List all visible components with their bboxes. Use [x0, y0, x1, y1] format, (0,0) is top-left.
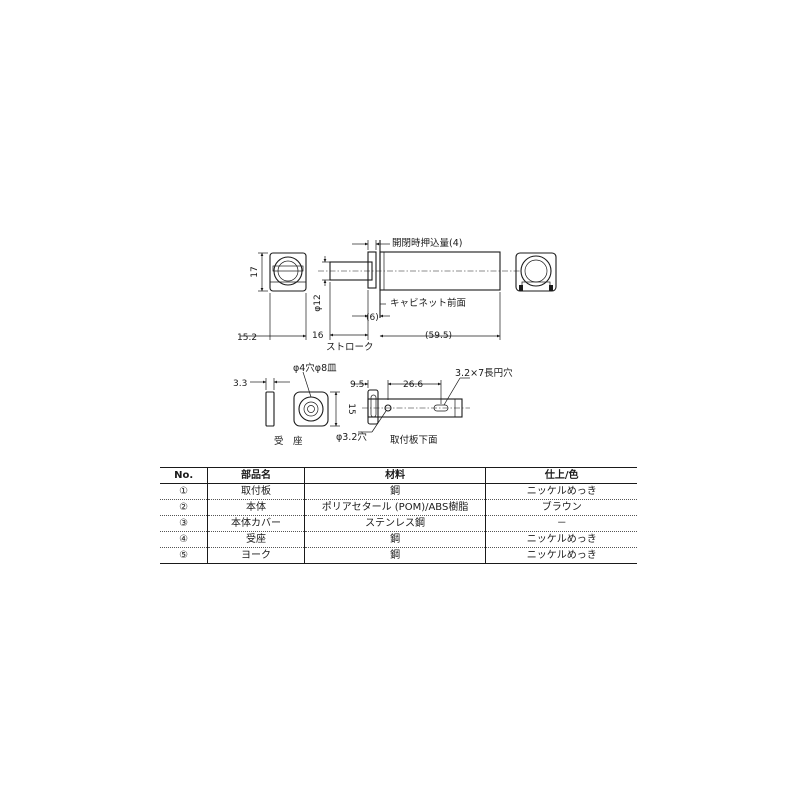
table-row: ④ 受座 鋼 ニッケルめっき: [160, 531, 637, 548]
label-mount-bottom: 取付板下面: [390, 434, 438, 446]
label-slot: 3.2×7長円穴: [455, 367, 513, 379]
cell-part-name: 本体カバー: [207, 515, 305, 532]
cell-finish: ニッケルめっき: [485, 483, 637, 500]
cell-no: ④: [160, 531, 208, 548]
cell-material: ポリアセタール (POM)/ABS樹脂: [303, 499, 486, 516]
cell-no: ①: [179, 486, 189, 497]
end-view-left: 17 15.2: [237, 252, 307, 343]
label-press-in: 開閉時押込量(4): [392, 237, 462, 249]
dim-top-height: 17: [250, 266, 260, 277]
label-seat-hole: φ4穴φ8皿: [293, 362, 337, 374]
technical-drawing: 17 15.2 φ12 16 ストローク 開閉時押込量(4): [233, 237, 557, 447]
dim-seat-height: 15: [346, 403, 356, 414]
cell-part-name: 受座: [207, 531, 305, 548]
parts-table: No. 部品名 材料 仕上/色 ① 取付板 鋼 ニッケルめっき ② 本体 ポリア…: [160, 467, 637, 564]
cell-finish: ブラウン: [485, 499, 637, 516]
label-seat: 受 座: [274, 435, 303, 447]
cell-finish: ニッケルめっき: [485, 531, 637, 548]
cell-no: ③: [160, 515, 208, 532]
label-cabinet-front: キャビネット前面: [390, 297, 466, 309]
cell-part-name: 本体: [207, 499, 305, 516]
dim-plunger-length: 16: [312, 331, 324, 341]
dim-bottom-9-5: 9.5: [350, 380, 364, 390]
cell-material: 鋼: [303, 547, 486, 564]
side-view: φ12 16 ストローク 開閉時押込量(4) キャビネット前面 (6) (59.…: [312, 237, 520, 353]
dim-diameter: φ12: [313, 294, 323, 311]
mount-bottom-view: 9.5 26.6 3.2×7長円穴 φ3.2穴 取付板下面: [336, 367, 513, 446]
table-header-row: No. 部品名 材料 仕上/色: [160, 467, 637, 484]
receiving-seat: 3.3 φ4穴φ8皿 15 受 座: [233, 362, 356, 447]
header-finish: 仕上/色: [485, 467, 637, 484]
cell-no: ②: [160, 499, 208, 516]
cell-finish: ニッケルめっき: [485, 547, 637, 564]
cell-no: ⑤: [160, 547, 208, 564]
header-material: 材料: [303, 467, 486, 484]
dim-body-length: (59.5): [425, 331, 452, 341]
header-no: No.: [160, 467, 208, 484]
header-part-name: 部品名: [207, 467, 305, 484]
label-stroke: ストローク: [326, 342, 374, 353]
table-row: ① 取付板 鋼 ニッケルめっき: [160, 483, 637, 500]
cell-part-name: ヨーク: [207, 547, 305, 564]
cell-finish: －: [485, 515, 637, 532]
table-row: ⑤ ヨーク 鋼 ニッケルめっき: [160, 547, 637, 564]
cell-part-name: 取付板: [207, 483, 305, 500]
dim-seat-thickness: 3.3: [233, 379, 247, 389]
table-row: ③ 本体カバー ステンレス鋼 －: [160, 515, 637, 532]
cell-material: 鋼: [303, 531, 486, 548]
cell-material: ステンレス鋼: [303, 515, 486, 532]
label-hole-3-2: φ3.2穴: [336, 431, 367, 443]
end-view-right: [515, 252, 557, 292]
table-row: ② 本体 ポリアセタール (POM)/ABS樹脂 ブラウン: [160, 499, 637, 516]
cell-material: 鋼: [303, 483, 486, 500]
dim-top-width: 15.2: [237, 333, 257, 343]
dim-six: (6): [366, 313, 379, 323]
dim-bottom-26-6: 26.6: [403, 380, 423, 390]
